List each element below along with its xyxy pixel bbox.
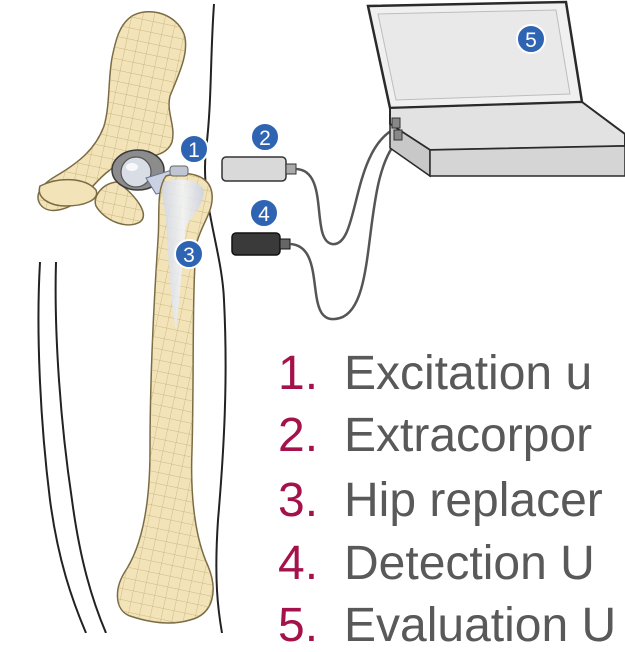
badge-5-label: 5 — [525, 29, 537, 52]
legend-number-1: 1. — [278, 350, 344, 398]
badge-3-label: 3 — [183, 244, 195, 267]
badge-1: 1 — [180, 135, 208, 163]
excitation-coil — [222, 157, 296, 181]
legend-number-2: 2. — [278, 412, 344, 460]
femur-bone — [117, 173, 213, 623]
legend-item-2: 2.Extracorpor — [278, 412, 592, 460]
legend-number-5: 5. — [278, 602, 344, 650]
badge-2: 2 — [251, 123, 279, 151]
evaluation-laptop — [368, 2, 625, 176]
legend-item-3: 3.Hip replacer — [278, 477, 603, 525]
badge-2-label: 2 — [259, 127, 271, 150]
legend-item-4: 4.Detection U — [278, 540, 595, 588]
legend-item-1: 1.Excitation u — [278, 350, 592, 398]
legend-text-5: Evaluation U — [344, 599, 616, 652]
legend-text-3: Hip replacer — [344, 474, 603, 527]
badge-4: 4 — [250, 199, 278, 227]
legend-number-3: 3. — [278, 477, 344, 525]
connection-cables — [290, 128, 398, 319]
legend-item-5: 5.Evaluation U — [278, 602, 616, 650]
badge-5: 5 — [517, 25, 545, 53]
detection-coil — [232, 233, 290, 255]
legend-text-4: Detection U — [344, 537, 595, 590]
badge-4-label: 4 — [258, 203, 270, 226]
legend-text-1: Excitation u — [344, 347, 592, 400]
badge-1-label: 1 — [188, 139, 200, 162]
badge-3: 3 — [175, 240, 203, 268]
legend-text-2: Extracorpor — [344, 409, 592, 462]
excitation-contact — [170, 166, 188, 176]
legend-number-4: 4. — [278, 540, 344, 588]
